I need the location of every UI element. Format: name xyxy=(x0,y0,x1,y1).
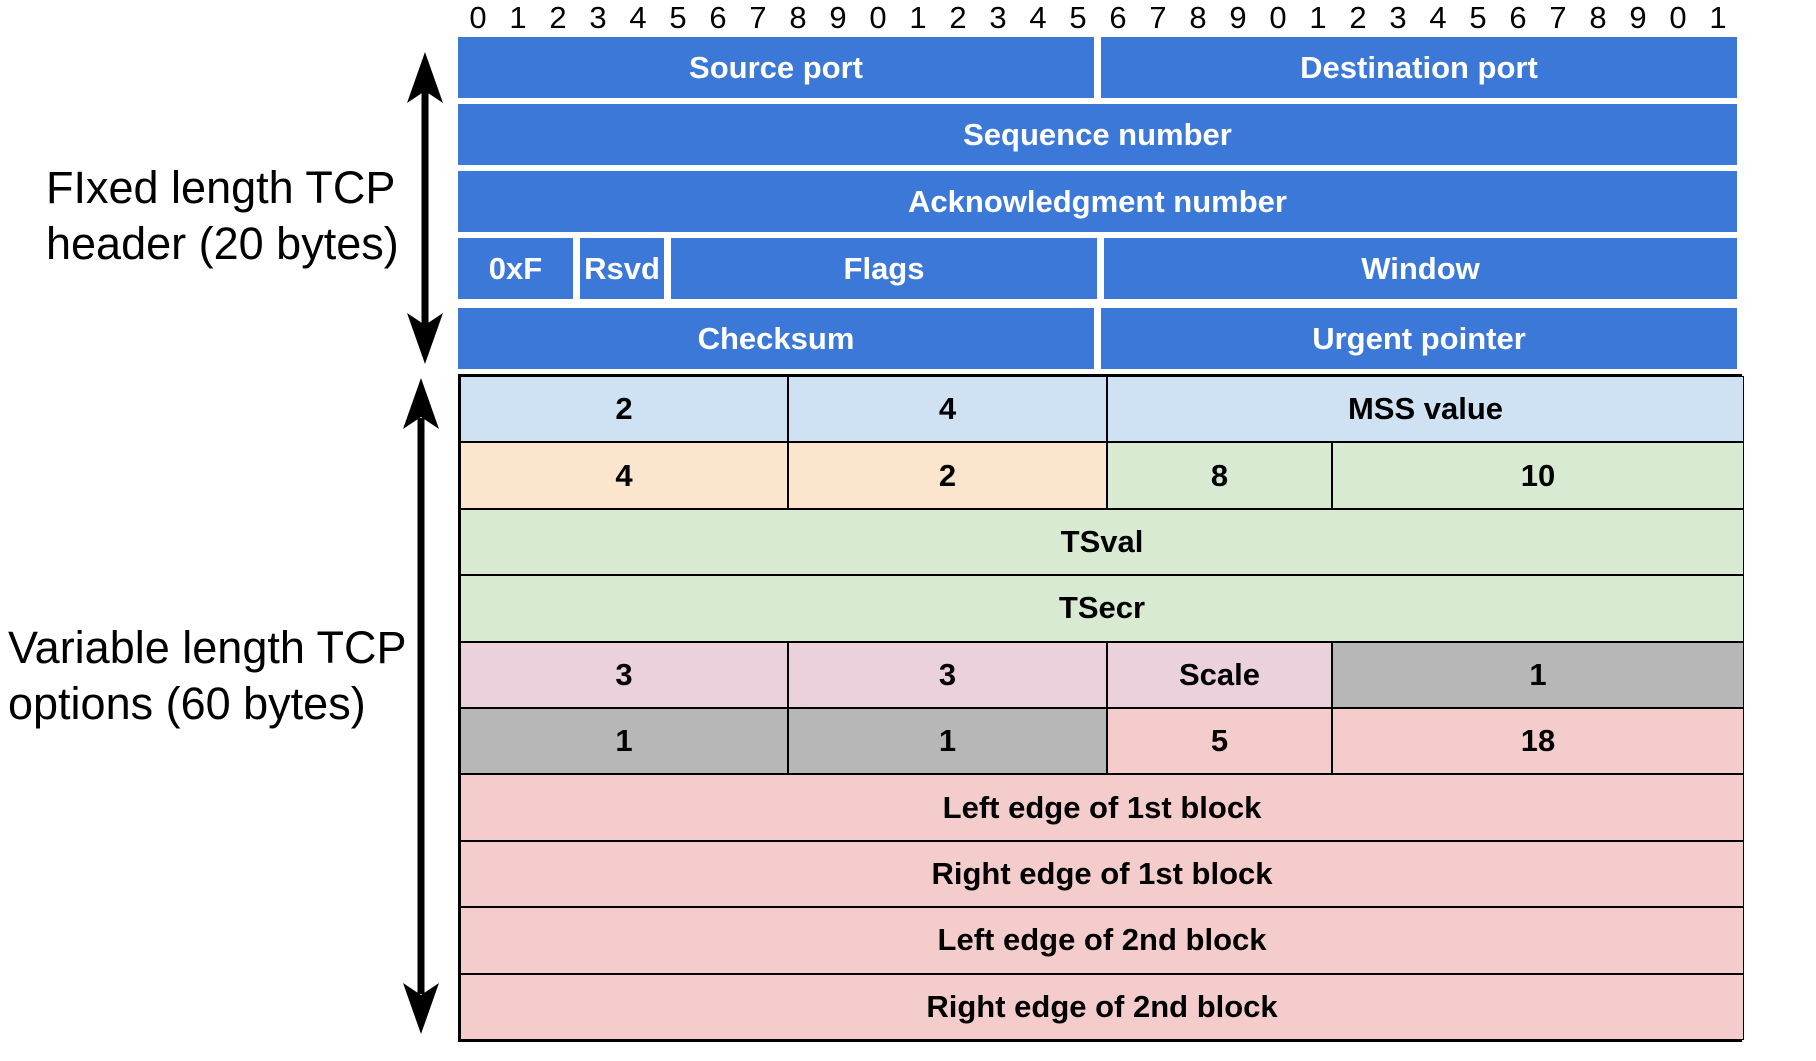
fixed-header-label: FIxed length TCP header (20 bytes) xyxy=(46,162,399,269)
option-cell-length-3: 3 xyxy=(788,641,1107,708)
header-row-flags-window: 0xF Rsvd Flags Window xyxy=(458,238,1737,299)
field-acknowledgment-number: Acknowledgment number xyxy=(458,171,1737,232)
option-cell-kind-8: 8 xyxy=(1107,442,1332,509)
option-cell-mss-value: MSS value xyxy=(1107,376,1744,443)
field-window: Window xyxy=(1104,238,1737,299)
field-sequence-number: Sequence number xyxy=(458,104,1737,165)
bit-number-26: 6 xyxy=(1509,0,1527,35)
header-row-ports: Source port Destination port xyxy=(458,37,1737,98)
bit-number-0: 0 xyxy=(469,0,487,35)
bit-number-2: 2 xyxy=(549,0,567,35)
bit-number-25: 5 xyxy=(1469,0,1487,35)
field-checksum: Checksum xyxy=(458,308,1094,369)
option-cell-kind-5: 5 xyxy=(1107,708,1332,775)
option-cell-scale: Scale xyxy=(1107,641,1332,708)
bit-number-9: 9 xyxy=(829,0,847,35)
bit-number-19: 9 xyxy=(1229,0,1247,35)
bit-number-12: 2 xyxy=(949,0,967,35)
option-cell-length-4: 4 xyxy=(788,376,1107,443)
variable-options-extent-arrow-icon xyxy=(403,378,439,1034)
bit-number-14: 4 xyxy=(1029,0,1047,35)
bit-number-16: 6 xyxy=(1109,0,1127,35)
option-cell-tsval: TSval xyxy=(460,508,1744,576)
bit-number-8: 8 xyxy=(789,0,807,35)
bit-number-6: 6 xyxy=(709,0,727,35)
option-cell-left-edge-2nd-block: Left edge of 2nd block xyxy=(460,907,1744,974)
field-urgent-pointer: Urgent pointer xyxy=(1101,308,1737,369)
bit-number-31: 1 xyxy=(1709,0,1727,35)
bit-number-3: 3 xyxy=(589,0,607,35)
bit-number-24: 4 xyxy=(1429,0,1447,35)
bit-number-23: 3 xyxy=(1389,0,1407,35)
field-data-offset: 0xF xyxy=(458,238,573,299)
option-cell-kind-3: 3 xyxy=(460,641,788,708)
bit-number-20: 0 xyxy=(1269,0,1287,35)
fixed-header-extent-arrow-icon xyxy=(407,52,443,364)
field-reserved: Rsvd xyxy=(580,238,664,299)
bit-number-4: 4 xyxy=(629,0,647,35)
option-cell-right-edge-1st-block: Right edge of 1st block xyxy=(460,840,1744,908)
field-source-port: Source port xyxy=(458,37,1094,98)
bit-number-22: 2 xyxy=(1349,0,1367,35)
bit-number-5: 5 xyxy=(669,0,687,35)
option-cell-kind-2: 2 xyxy=(460,376,788,443)
bit-number-28: 8 xyxy=(1589,0,1607,35)
bit-number-27: 7 xyxy=(1549,0,1567,35)
bit-number-10: 0 xyxy=(869,0,887,35)
bit-number-7: 7 xyxy=(749,0,767,35)
bit-number-30: 0 xyxy=(1669,0,1687,35)
option-cell-kind-4: 4 xyxy=(460,442,788,509)
options-table: 2 4 MSS value 4 2 8 10 TSval TSecr 3 3 S… xyxy=(458,374,1744,1042)
header-row-acknowledgment: Acknowledgment number xyxy=(458,171,1737,232)
bit-number-1: 1 xyxy=(509,0,527,35)
header-row-sequence: Sequence number xyxy=(458,104,1737,165)
option-cell-length-10: 10 xyxy=(1332,442,1744,509)
option-cell-length-18: 18 xyxy=(1332,708,1744,775)
option-cell-tsecr: TSecr xyxy=(460,575,1744,642)
option-cell-nop-1: 1 xyxy=(1332,641,1744,708)
option-cell-length-2: 2 xyxy=(788,442,1107,509)
option-cell-left-edge-1st-block: Left edge of 1st block xyxy=(460,774,1744,841)
field-flags: Flags xyxy=(671,238,1097,299)
option-cell-nop-1a: 1 xyxy=(460,708,788,775)
option-cell-right-edge-2nd-block: Right edge of 2nd block xyxy=(460,973,1744,1040)
option-cell-nop-1b: 1 xyxy=(788,708,1107,775)
bit-number-11: 1 xyxy=(909,0,927,35)
bit-number-29: 9 xyxy=(1629,0,1647,35)
header-row-checksum-urgent: Checksum Urgent pointer xyxy=(458,308,1737,369)
variable-options-label: Variable length TCP options (60 bytes) xyxy=(8,622,407,729)
bit-number-15: 5 xyxy=(1069,0,1087,35)
field-destination-port: Destination port xyxy=(1101,37,1737,98)
bit-number-21: 1 xyxy=(1309,0,1327,35)
bit-number-13: 3 xyxy=(989,0,1007,35)
bit-number-17: 7 xyxy=(1149,0,1167,35)
bit-number-18: 8 xyxy=(1189,0,1207,35)
